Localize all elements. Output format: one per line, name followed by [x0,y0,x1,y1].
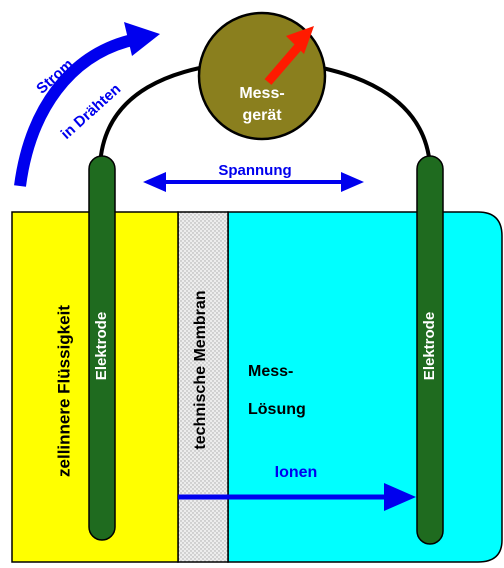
technische-membran-label: technische Membran [192,290,209,449]
messgeraet-label-1: Mess- [239,85,284,102]
spannung-arrow-head-right [341,172,364,192]
technische-membran-area [177,211,229,563]
messloesung-area [227,211,503,563]
messloesung-label-2: Lösung [248,401,306,418]
in-draehten-label: in Drähten [58,81,125,143]
messgeraet-label-2: gerät [242,107,282,124]
ionen-label: Ionen [275,464,318,481]
strom-arrow [14,34,134,187]
ionen-arrow-head [384,483,416,511]
messloesung-label-1: Mess- [248,363,293,380]
elektrode-right [416,155,444,545]
strom-arrow-head [124,22,160,56]
needle [264,43,303,85]
elektrode-right-label: Elektrode [421,312,438,380]
spannung-arrow-head-left [143,172,166,192]
elektrode-left-label: Elektrode [93,312,110,380]
spannung-label: Spannung [218,162,291,179]
elektrode-left [88,155,116,541]
needle-head [286,26,314,54]
zellinnere-fluessigkeit-label: zellinnere Flüssigkeit [54,305,73,477]
messgeraet [197,11,327,141]
